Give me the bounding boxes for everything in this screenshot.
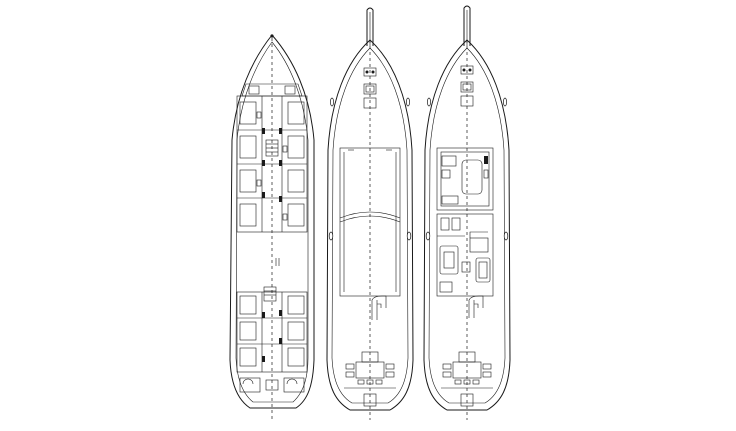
lower-deck-hull-outline bbox=[229, 34, 315, 409]
upper-aft-dining bbox=[441, 351, 493, 407]
cabin-bed bbox=[239, 203, 257, 227]
aft-dining-area bbox=[344, 351, 396, 407]
windlass bbox=[363, 67, 377, 77]
cabin-bed bbox=[239, 295, 257, 315]
cabin-bed bbox=[239, 101, 257, 125]
upper-windlass bbox=[460, 65, 474, 75]
main-deck-bowsprit bbox=[366, 7, 374, 46]
forward-cabin-block bbox=[236, 83, 308, 233]
upper-deck-hull-outline bbox=[423, 39, 511, 411]
upper-forward-hatch bbox=[460, 81, 474, 93]
cabin-bed bbox=[239, 347, 257, 367]
forward-hatch bbox=[363, 83, 377, 95]
main-deck-hull-outline bbox=[326, 39, 414, 411]
main-deck-companionway bbox=[371, 295, 387, 320]
cabin-bed bbox=[287, 347, 305, 367]
upper-deck-companionway bbox=[468, 295, 484, 318]
cabin-bed bbox=[287, 101, 305, 125]
main-deck-plan bbox=[326, 7, 414, 420]
skylight-hatch bbox=[363, 97, 377, 109]
cabin-bed bbox=[239, 169, 257, 193]
upper-deck-bowsprit bbox=[463, 5, 471, 46]
cabin-bed bbox=[239, 135, 257, 159]
cabin-bed bbox=[239, 321, 257, 341]
aft-cabin-block bbox=[236, 286, 308, 393]
saloon bbox=[425, 213, 509, 297]
upper-deck-plan bbox=[423, 5, 511, 420]
lower-deck-plan bbox=[229, 34, 315, 420]
cabin-bed bbox=[287, 295, 305, 315]
wheelhouse bbox=[436, 147, 494, 211]
cabin-bed bbox=[287, 321, 305, 341]
lower-deck-bow-point bbox=[270, 34, 274, 38]
cabin-bed bbox=[287, 135, 305, 159]
cabin-bed bbox=[287, 169, 305, 193]
deckhouse-roof bbox=[328, 147, 412, 297]
aft-stair bbox=[263, 286, 277, 302]
cabin-bed bbox=[287, 203, 305, 227]
